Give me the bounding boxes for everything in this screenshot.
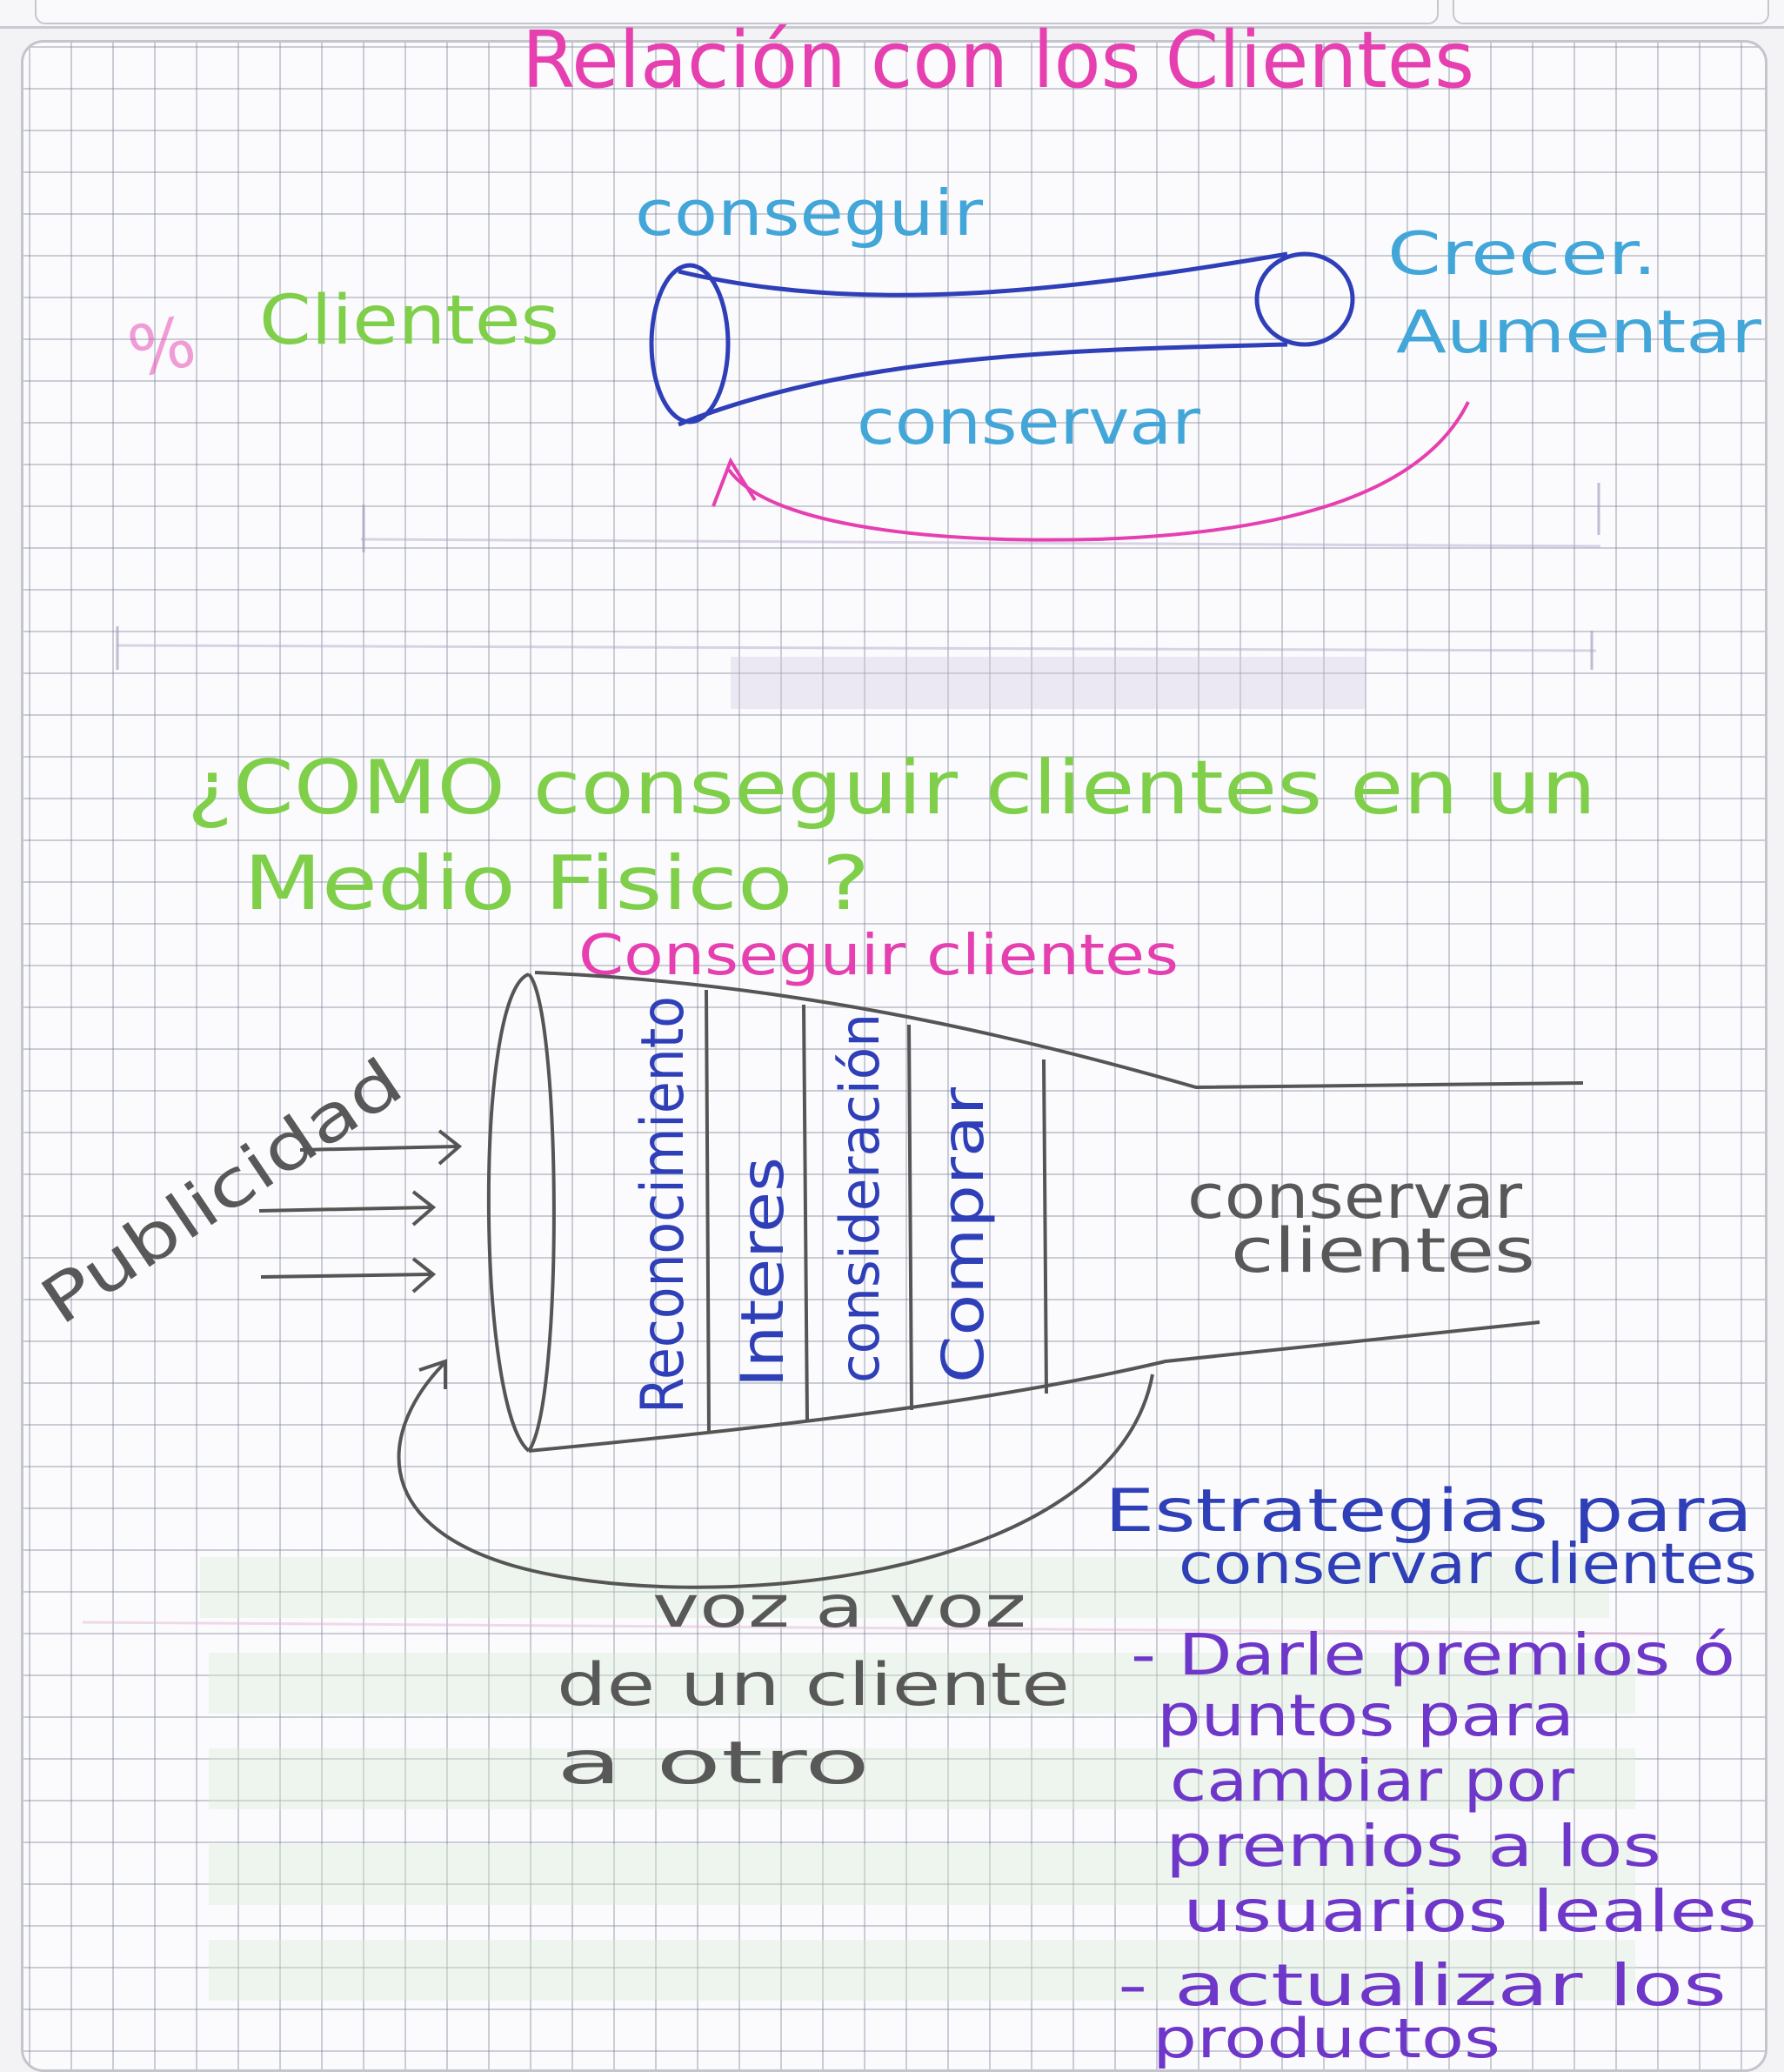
funnel-top-label: Conseguir clientes bbox=[578, 924, 1179, 988]
publicidad-label: Publicidad bbox=[28, 1044, 416, 1340]
conservar-label: conservar bbox=[857, 385, 1200, 458]
page-tab-left bbox=[35, 0, 1439, 24]
conservar-right-label-2: clientes bbox=[1231, 1215, 1535, 1287]
publicidad-arrows bbox=[258, 1129, 463, 1293]
bleed-through-marks bbox=[82, 538, 1658, 2001]
stage-reconocimiento: Reconocimiento bbox=[629, 996, 698, 1414]
stage-consideracion: consideración bbox=[828, 1013, 892, 1383]
voz-a-voz-label-2: de un cliente bbox=[557, 1651, 1070, 1720]
conservar-right-label-1: conservar bbox=[1187, 1161, 1522, 1233]
strategies-heading-1: Estrategias para bbox=[1105, 1477, 1753, 1546]
aumentar-label: Aumentar bbox=[1396, 298, 1761, 367]
clientes-label: Clientes bbox=[259, 282, 559, 360]
notebook-page-top bbox=[0, 0, 1784, 29]
grid-paper-sheet bbox=[21, 40, 1767, 2072]
page-tab-right bbox=[1453, 0, 1769, 24]
percent-mark: % bbox=[121, 301, 203, 394]
strategy-2-line-2: productos bbox=[1153, 2007, 1500, 2070]
stage-interes: Interes bbox=[729, 1157, 798, 1387]
strategy-1-line-3: cambiar por bbox=[1170, 1748, 1575, 1815]
question-line-1: ¿COMO conseguir clientes en un bbox=[187, 745, 1596, 832]
return-arrow bbox=[712, 401, 1470, 542]
voz-a-voz-label-3: a otro bbox=[557, 1729, 870, 1798]
conseguir-label: conseguir bbox=[635, 177, 983, 250]
strategy-1-line-2: puntos para bbox=[1157, 1682, 1574, 1749]
voz-a-voz-label-1: voz a voz bbox=[652, 1574, 1026, 1641]
question-line-2: Medio Fisico ? bbox=[244, 840, 870, 927]
stage-comprar: Comprar bbox=[930, 1086, 997, 1383]
strategy-1-line-4: premios a los bbox=[1166, 1813, 1661, 1880]
strategy-1-line-5: usuarios leales bbox=[1183, 1878, 1757, 1945]
crecer-label: Crecer. bbox=[1387, 220, 1657, 289]
cylinder-diagram bbox=[649, 251, 1355, 427]
strategy-1-line-1: - Darle premios ó bbox=[1131, 1621, 1735, 1688]
funnel-diagram bbox=[486, 971, 1584, 1453]
faint-axis-lines bbox=[116, 483, 1600, 670]
page-title: Relación con los Clientes bbox=[522, 15, 1474, 106]
strategies-heading-2: conservar clientes bbox=[1179, 1533, 1757, 1597]
strategy-2-line-1: - actualizar los bbox=[1118, 1952, 1727, 2019]
voz-a-voz-loop-arrow bbox=[397, 1359, 1154, 1589]
